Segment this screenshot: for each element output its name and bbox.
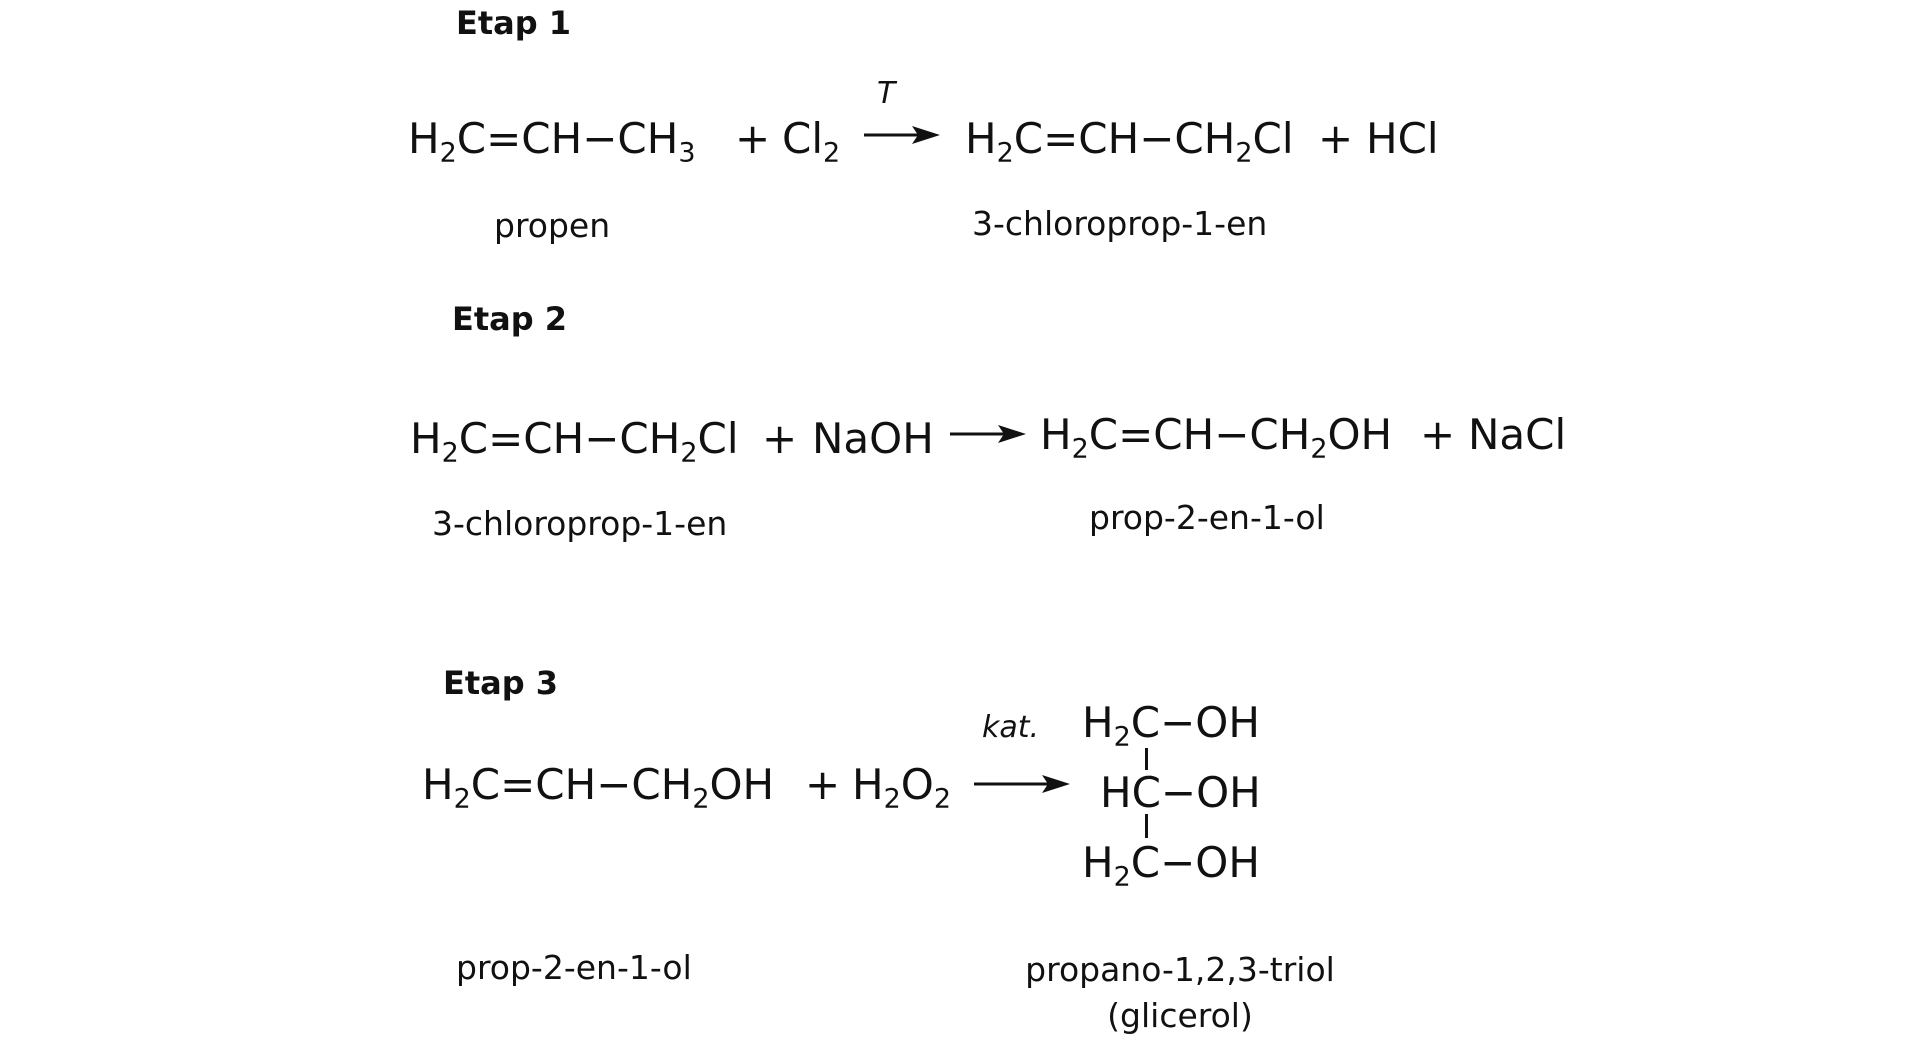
stage-3-product-row-1: H2C−OH: [1082, 698, 1260, 753]
stage-1-plus-1: +: [735, 114, 771, 163]
stage-1-reactant-name: propen: [494, 206, 611, 245]
stage-1-title: Etap 1: [456, 4, 572, 42]
stage-1-reactant-chlorine: Cl2: [782, 114, 841, 169]
stage-2-plus-1: +: [762, 414, 798, 463]
stage-1-reaction-arrow: [864, 126, 940, 144]
stage-2-reactant-chloropropene: H2C=CH−CH2Cl: [410, 414, 739, 469]
stage-2-plus-2: +: [1420, 410, 1456, 459]
stage-2-product-nacl: NaCl: [1468, 410, 1567, 459]
stage-3-product-row-2: HC−OH: [1100, 768, 1261, 817]
stage-2-reactant-naoh: NaOH: [812, 414, 934, 463]
glycerol-bond-c1-c2: [1145, 748, 1148, 770]
stage-3-reactant-hydrogen-peroxide: H2O2: [852, 760, 952, 815]
glycerol-bond-c2-c3: [1145, 814, 1148, 838]
stage-1-plus-2: +: [1318, 114, 1354, 163]
stage-1-reactant-propene: H2C=CH−CH3: [408, 114, 696, 169]
stage-2-product-name: prop-2-en-1-ol: [1089, 498, 1325, 537]
stage-2-title: Etap 2: [452, 300, 568, 338]
stage-1-product-name: 3-chloroprop-1-en: [972, 204, 1268, 243]
stage-2-reactant-name: 3-chloroprop-1-en: [432, 504, 728, 543]
stage-3-reaction-arrow: [974, 775, 1070, 793]
stage-3-product-name: propano-1,2,3-triol: [1025, 950, 1335, 989]
stage-3-reactant-name: prop-2-en-1-ol: [456, 948, 692, 987]
stage-3-reactant-propenol: H2C=CH−CH2OH: [422, 760, 775, 815]
stage-3-title: Etap 3: [443, 664, 559, 702]
stage-2-product-propenol: H2C=CH−CH2OH: [1040, 410, 1393, 465]
stage-3-condition-catalyst: kat.: [982, 710, 1040, 745]
stage-3-product-common-name: (glicerol): [1107, 996, 1253, 1035]
stage-3-product-row-3: H2C−OH: [1082, 838, 1260, 893]
stage-3-plus-1: +: [805, 760, 841, 809]
stage-2-reaction-arrow: [950, 425, 1026, 443]
stage-1-condition-temperature: T: [877, 76, 896, 111]
stage-1-product-hcl: HCl: [1366, 114, 1439, 163]
stage-1-product-chloropropene: H2C=CH−CH2Cl: [965, 114, 1294, 169]
